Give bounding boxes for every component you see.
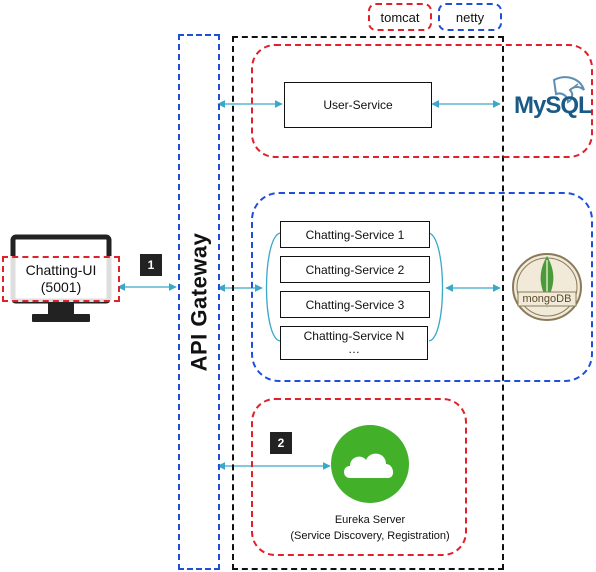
chatting-service-box: Chatting-Service N …: [280, 326, 428, 360]
chatting-ui-port: (5001): [40, 279, 82, 295]
user-service-box: User-Service: [284, 82, 432, 128]
step-badge-2-label: 2: [277, 436, 285, 450]
chatting-service-label: Chatting-Service 2: [305, 262, 405, 277]
mysql-label: MySQL: [514, 92, 593, 119]
user-service-label: User-Service: [323, 98, 393, 112]
chat-fan-right: [428, 232, 444, 342]
chatting-service-box: Chatting-Service 1: [280, 221, 430, 248]
chat-fan-left: [265, 232, 281, 342]
chatting-service-group: [251, 192, 593, 382]
api-gateway: API Gateway: [178, 34, 220, 570]
mongodb-badge-icon: [512, 253, 582, 321]
legend-netty: netty: [438, 3, 502, 31]
chatting-ui-name: Chatting-UI: [25, 262, 97, 278]
api-gateway-label: API Gateway: [186, 232, 211, 372]
legend-netty-label: netty: [455, 9, 485, 25]
mongodb-label: mongoDB: [522, 293, 572, 305]
chatting-service-box: Chatting-Service 2: [280, 256, 430, 283]
services-container: [232, 36, 504, 570]
step-badge-1-label: 1: [147, 258, 155, 272]
chatting-service-label: Chatting-Service 3: [305, 297, 405, 312]
dolphin-icon: [552, 76, 585, 104]
step-badge-2: 2: [270, 432, 292, 454]
eureka-name: Eureka Server: [334, 514, 406, 526]
eureka-cloud-icon: [331, 425, 409, 503]
chatting-service-box: Chatting-Service 3: [280, 291, 430, 318]
eureka-group: [251, 398, 467, 556]
eureka-desc: (Service Discovery, Registration): [290, 530, 450, 542]
mysql-logo: MySQL: [508, 74, 593, 124]
step-badge-1: 1: [140, 254, 162, 276]
legend-tomcat-label: tomcat: [380, 9, 420, 25]
chatting-ui: Chatting-UI (5001): [2, 256, 120, 302]
legend-tomcat: tomcat: [368, 3, 432, 31]
user-service-group: [251, 44, 593, 158]
chatting-service-label: Chatting-Service 1: [305, 227, 405, 242]
mongodb-logo: mongoDB: [506, 250, 588, 326]
chatting-service-label: Chatting-Service N: [303, 329, 405, 343]
chatting-service-ellipsis: …: [348, 342, 360, 356]
